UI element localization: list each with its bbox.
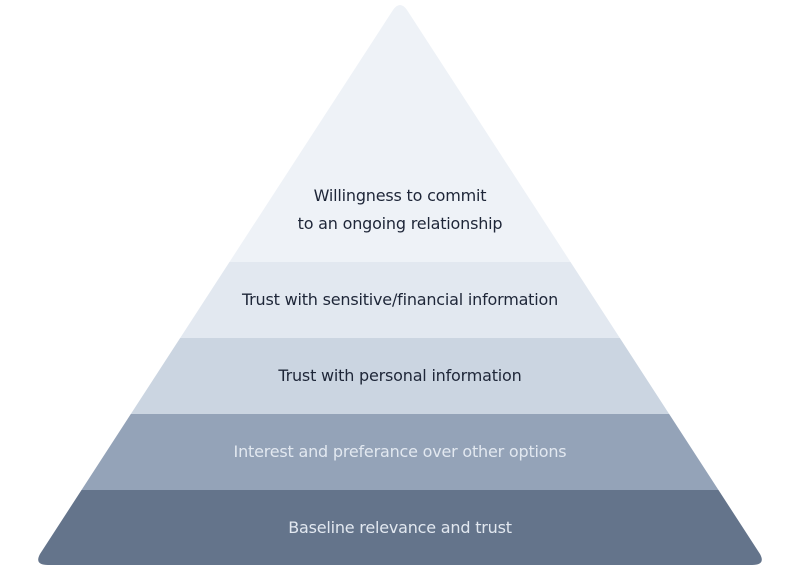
level-3-label: Trust with personal information xyxy=(0,362,800,390)
level-3-label-line-1: Trust with personal information xyxy=(278,366,522,385)
level-5-label-line-1: Baseline relevance and trust xyxy=(288,518,512,537)
level-5-label: Baseline relevance and trust xyxy=(0,514,800,542)
level-2-label-line-1: Trust with sensitive/financial informati… xyxy=(241,290,559,309)
level-1-label-line-1: Willingness to commit xyxy=(313,186,487,205)
level-4-label-line-1: Interest and preferance over other optio… xyxy=(233,442,567,461)
level-1-label: Willingness to commit to an ongoing rela… xyxy=(0,182,800,238)
pyramid-level-5 xyxy=(38,490,762,565)
level-2-label: Trust with sensitive/financial informati… xyxy=(0,286,800,314)
pyramid-level-4 xyxy=(38,414,762,490)
level-1-label-line-2: to an ongoing relationship xyxy=(297,214,503,233)
level-4-label: Interest and preferance over other optio… xyxy=(0,438,800,466)
